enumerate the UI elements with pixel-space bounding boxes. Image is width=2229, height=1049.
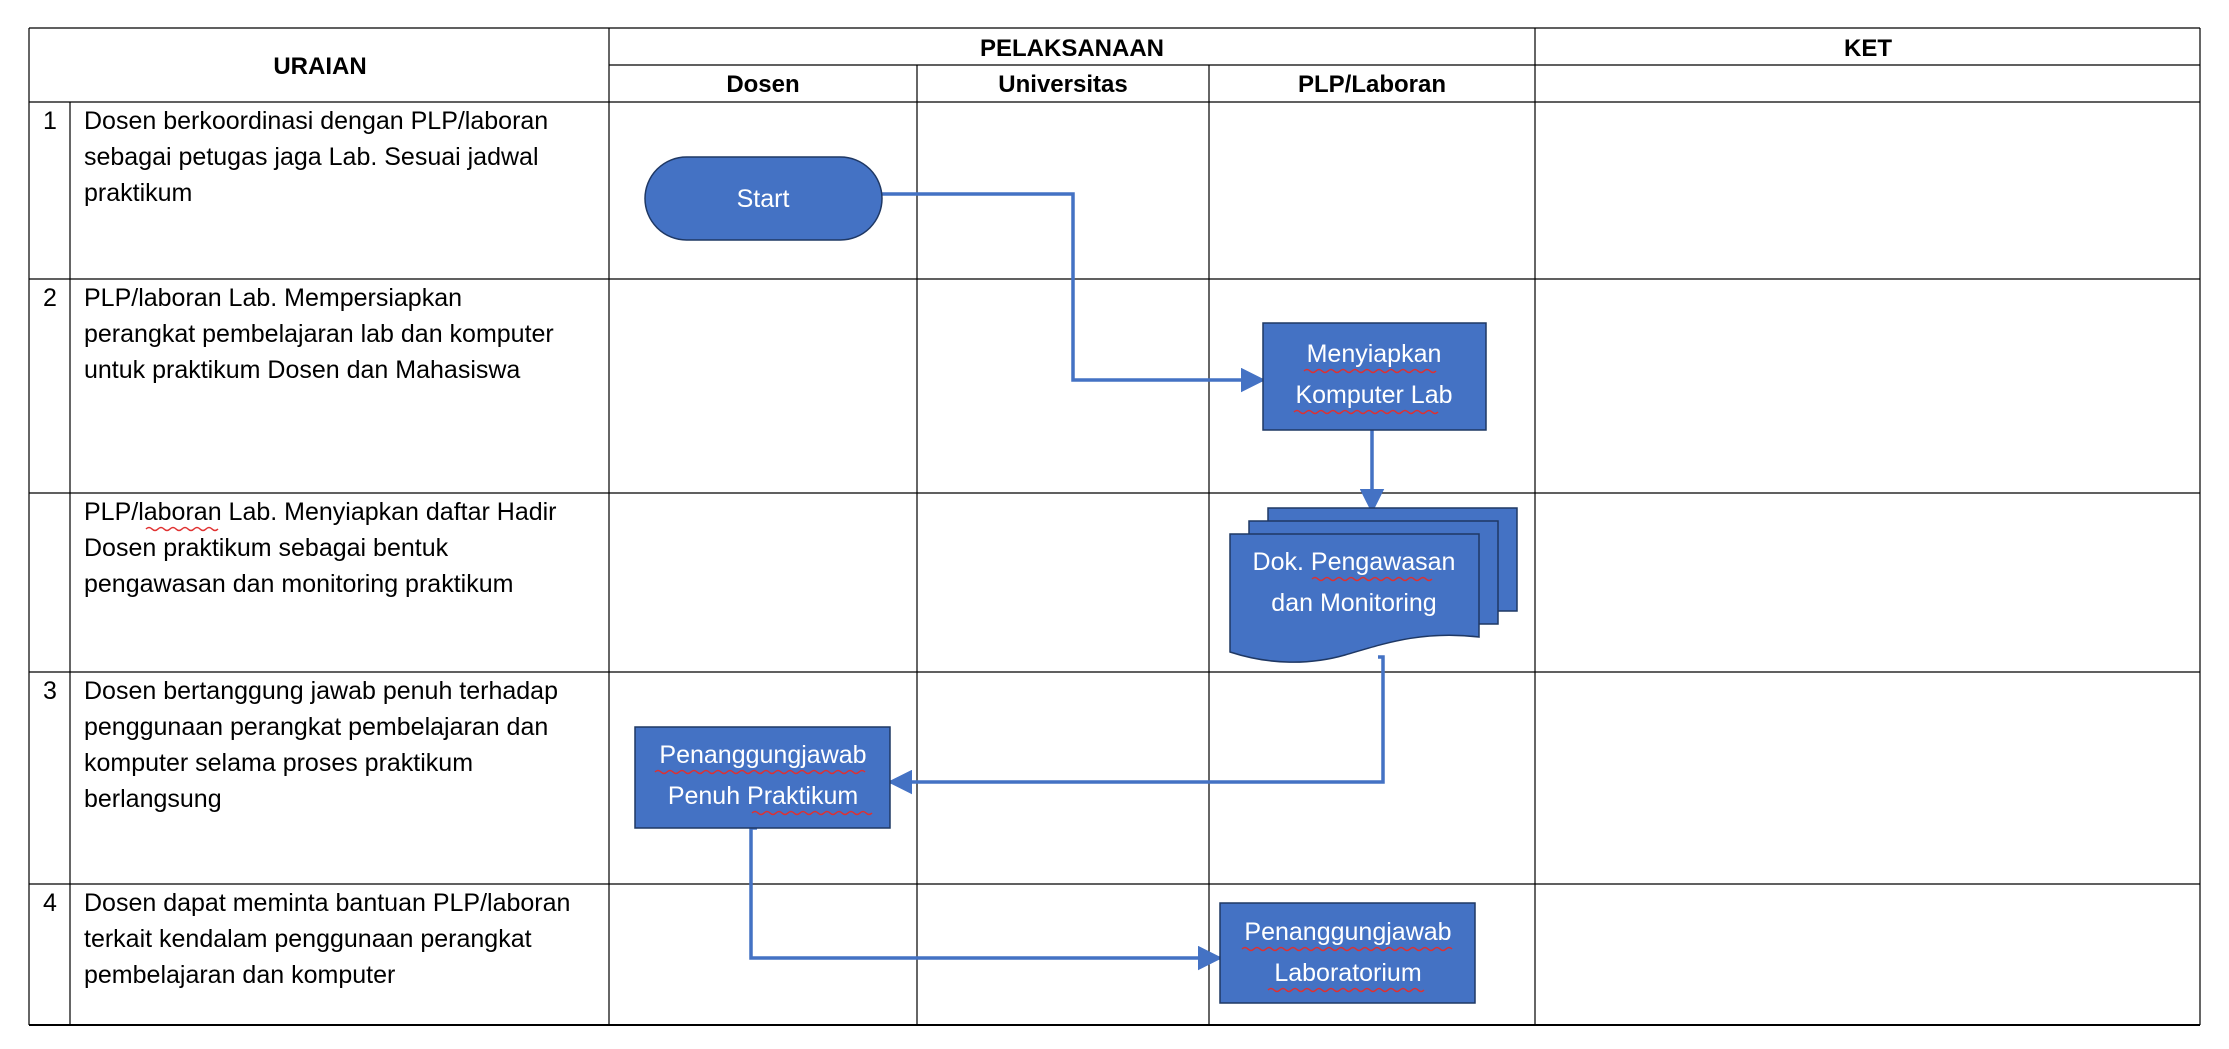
- dokumen-label-line: dan Monitoring: [1271, 589, 1436, 617]
- penuh-label-line: Penuh Praktikum: [668, 782, 858, 810]
- dokumen-sheet-front: [1229, 533, 1480, 663]
- row-text-line: sebagai petugas jaga Lab. Sesuai jadwal: [84, 143, 539, 171]
- header-universitas: Universitas: [998, 71, 1127, 98]
- row-text-line: perangkat pembelajaran lab dan komputer: [84, 320, 554, 348]
- spellcheck-underline: [1311, 576, 1433, 582]
- row-2b: PLP/laboran Lab. Menyiapkan daftar Hadir…: [84, 498, 557, 598]
- menyiapkan-label-line: Menyiapkan: [1307, 340, 1442, 368]
- spellcheck-underline: [1303, 368, 1437, 374]
- connector-penuh-to-laboratorium: [749, 826, 1223, 971]
- penanggungjawab-laboratorium-process[interactable]: Penanggungjawab Laboratorium: [1219, 902, 1476, 1004]
- start-label: Start: [737, 185, 790, 213]
- header-plp: PLP/Laboran: [1298, 71, 1446, 98]
- spellcheck-underline: [1293, 409, 1439, 415]
- spellcheck-underline: [751, 810, 873, 816]
- spellcheck-underline: [145, 526, 219, 532]
- table-headers: URAIAN PELAKSANAAN KET Dosen Universitas…: [273, 35, 1892, 98]
- row-3: 3 Dosen bertanggung jawab penuh terhadap…: [43, 677, 558, 813]
- row-text-line: penggunaan perangkat pembelajaran dan: [84, 713, 548, 741]
- row-number: 2: [43, 284, 57, 312]
- spellcheck-underline: [1241, 946, 1453, 952]
- dokumen-multi-document[interactable]: Dok. Pengawasan dan Monitoring: [1229, 507, 1518, 663]
- laboratorium-process-shape: [1219, 902, 1476, 1004]
- connector-dokumen-to-penuh: [887, 655, 1385, 795]
- row-number: 3: [43, 677, 57, 705]
- row-text-line: Dosen dapat meminta bantuan PLP/laboran: [84, 889, 570, 917]
- row-text-line: praktikum: [84, 179, 192, 207]
- row-number: 4: [43, 889, 57, 917]
- header-uraian: URAIAN: [273, 53, 366, 80]
- table-grid: [28, 27, 2201, 1026]
- menyiapkan-komputer-process[interactable]: Menyiapkan Komputer Lab: [1262, 322, 1487, 431]
- header-ket: KET: [1844, 35, 1892, 62]
- row-text-line: berlangsung: [84, 785, 222, 813]
- header-dosen: Dosen: [726, 71, 799, 98]
- row-text-line: PLP/laboran Lab. Mempersiapkan: [84, 284, 462, 312]
- dokumen-label-line: Dok. Pengawasan: [1253, 548, 1456, 576]
- row-text-line: terkait kendalam penggunaan perangkat: [84, 925, 532, 953]
- laboratorium-label-line: Penanggungjawab: [1244, 918, 1451, 946]
- row-text-line: PLP/laboran Lab. Menyiapkan daftar Hadir: [84, 498, 557, 526]
- row-text-line: Dosen bertanggung jawab penuh terhadap: [84, 677, 558, 705]
- start-terminal[interactable]: Start: [644, 156, 883, 241]
- spellcheck-underline: [1267, 987, 1425, 993]
- row-text-line: untuk praktikum Dosen dan Mahasiswa: [84, 356, 520, 384]
- spellcheck-underline: [654, 769, 866, 775]
- row-text-line: pembelajaran dan komputer: [84, 961, 395, 989]
- row-number: 1: [43, 107, 57, 135]
- row-2: 2 PLP/laboran Lab. Mempersiapkan perangk…: [43, 284, 554, 384]
- penuh-label-line: Penanggungjawab: [659, 741, 866, 769]
- penuh-process-shape: [634, 726, 891, 829]
- row-text-line: Dosen praktikum sebagai bentuk: [84, 534, 449, 562]
- row-text-line: komputer selama proses praktikum: [84, 749, 473, 777]
- header-pelaksanaan: PELAKSANAAN: [980, 35, 1164, 62]
- connector-start-to-menyiapkan: [882, 192, 1266, 393]
- penanggungjawab-penuh-process[interactable]: Penanggungjawab Penuh Praktikum: [634, 726, 891, 829]
- row-text-line: pengawasan dan monitoring praktikum: [84, 570, 513, 598]
- laboratorium-label-line: Laboratorium: [1274, 959, 1421, 987]
- menyiapkan-label-line: Komputer Lab: [1295, 381, 1452, 409]
- row-text-line: Dosen berkoordinasi dengan PLP/laboran: [84, 107, 548, 135]
- row-4: 4 Dosen dapat meminta bantuan PLP/labora…: [43, 889, 570, 989]
- row-1: 1 Dosen berkoordinasi dengan PLP/laboran…: [43, 107, 548, 207]
- start-terminal-shape: [644, 156, 883, 241]
